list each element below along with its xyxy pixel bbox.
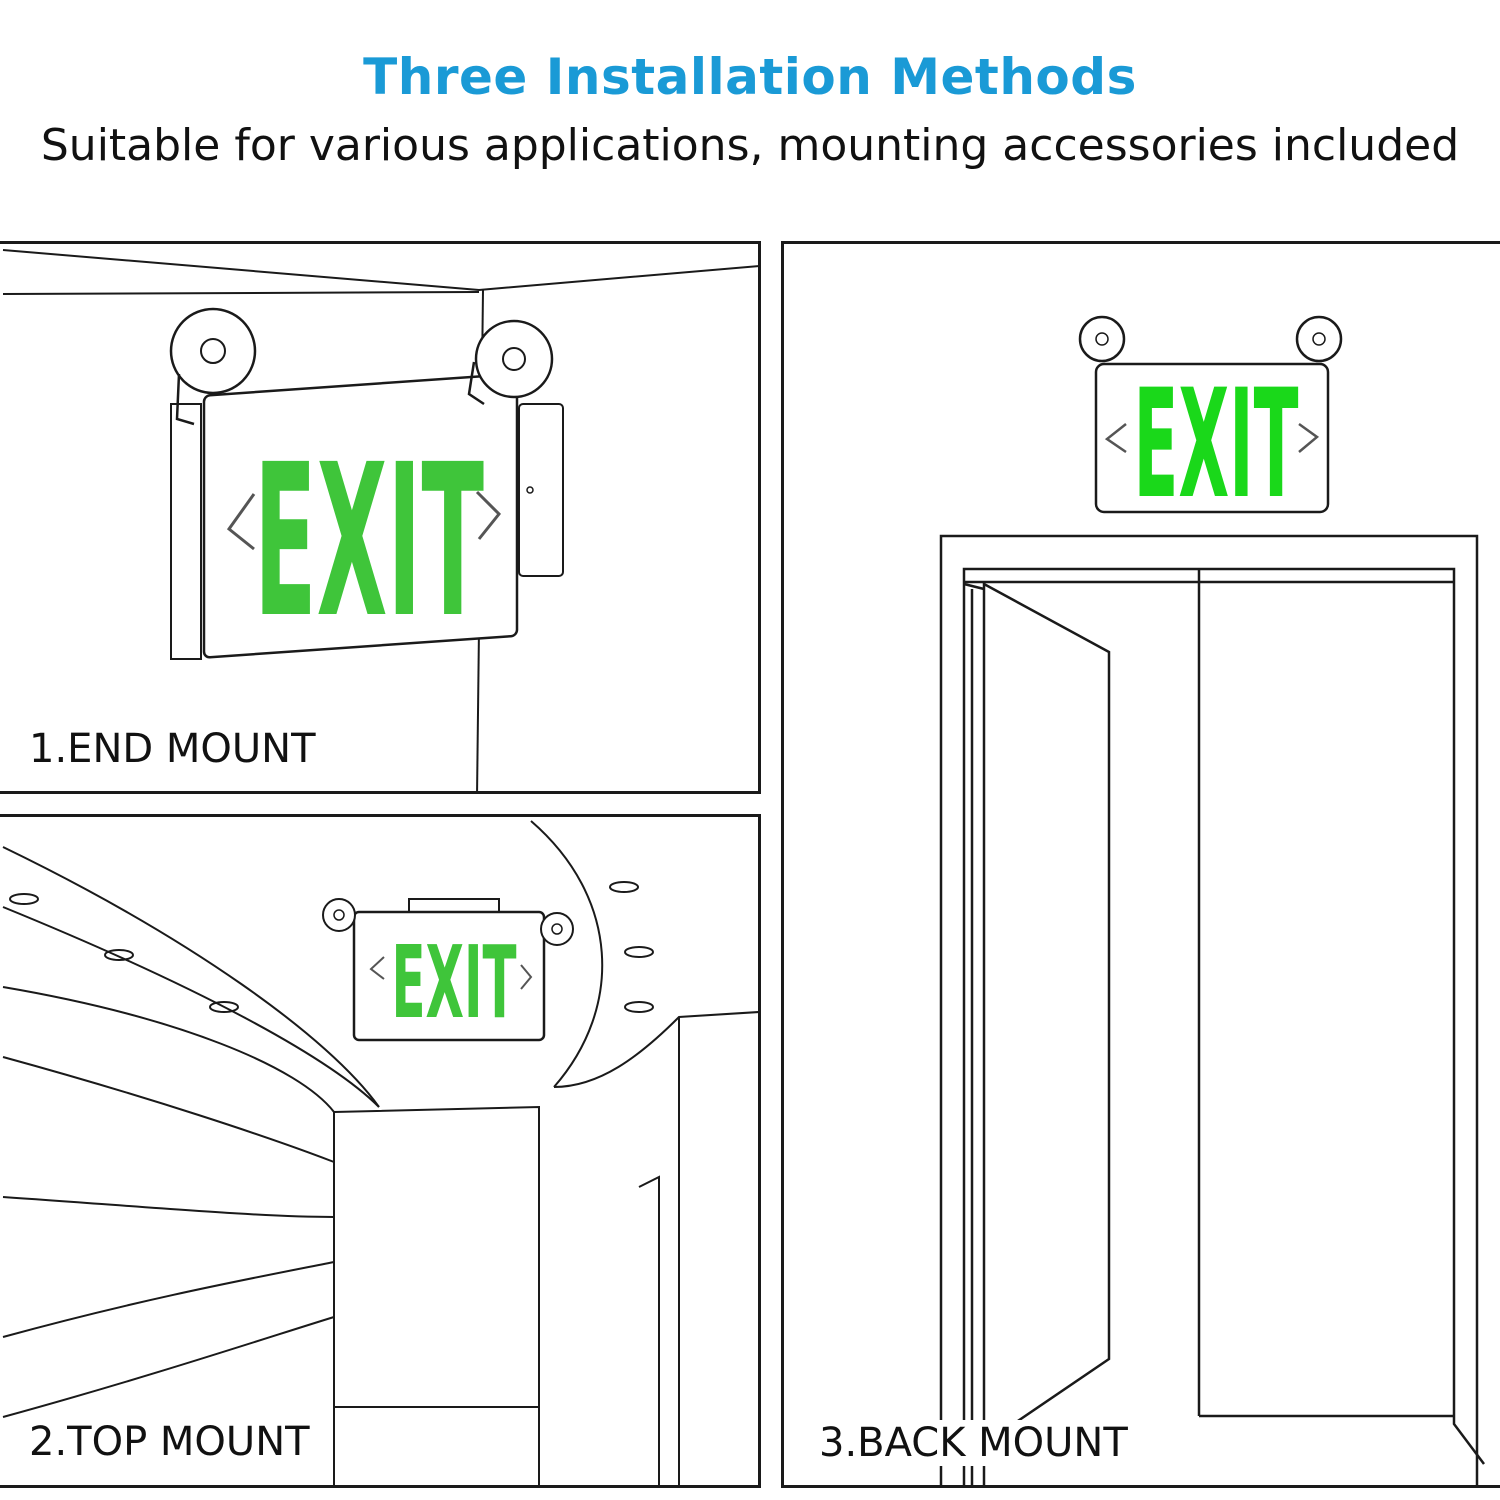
panel-end-mount: EXIT 1.END MOUNT bbox=[0, 241, 761, 794]
page-title: Three Installation Methods bbox=[363, 48, 1137, 106]
top-mount-illustration: EXIT bbox=[2, 820, 758, 1485]
exit-sign-text: EXIT bbox=[1134, 358, 1299, 532]
panel-top-mount: EXIT 2.TOP MOUNT bbox=[0, 814, 761, 1488]
panel-label-end-mount: 1.END MOUNT bbox=[25, 726, 320, 772]
exit-sign-top: EXIT bbox=[322, 898, 574, 1042]
exit-sign-text: EXIT bbox=[254, 419, 484, 664]
exit-sign-back: EXIT bbox=[1078, 315, 1343, 532]
page-subtitle: Suitable for various applications, mount… bbox=[40, 120, 1460, 171]
end-mount-illustration: EXIT bbox=[2, 249, 758, 791]
panel-back-mount: EXIT 3.BACK MOUNT bbox=[781, 241, 1500, 1488]
exit-sign-text: EXIT bbox=[392, 924, 517, 1041]
panel-label-top-mount: 2.TOP MOUNT bbox=[25, 1419, 314, 1465]
panel-label-back-mount: 3.BACK MOUNT bbox=[815, 1420, 1132, 1466]
back-mount-illustration: EXIT bbox=[939, 315, 1485, 1485]
exit-sign-end: EXIT bbox=[169, 307, 564, 664]
